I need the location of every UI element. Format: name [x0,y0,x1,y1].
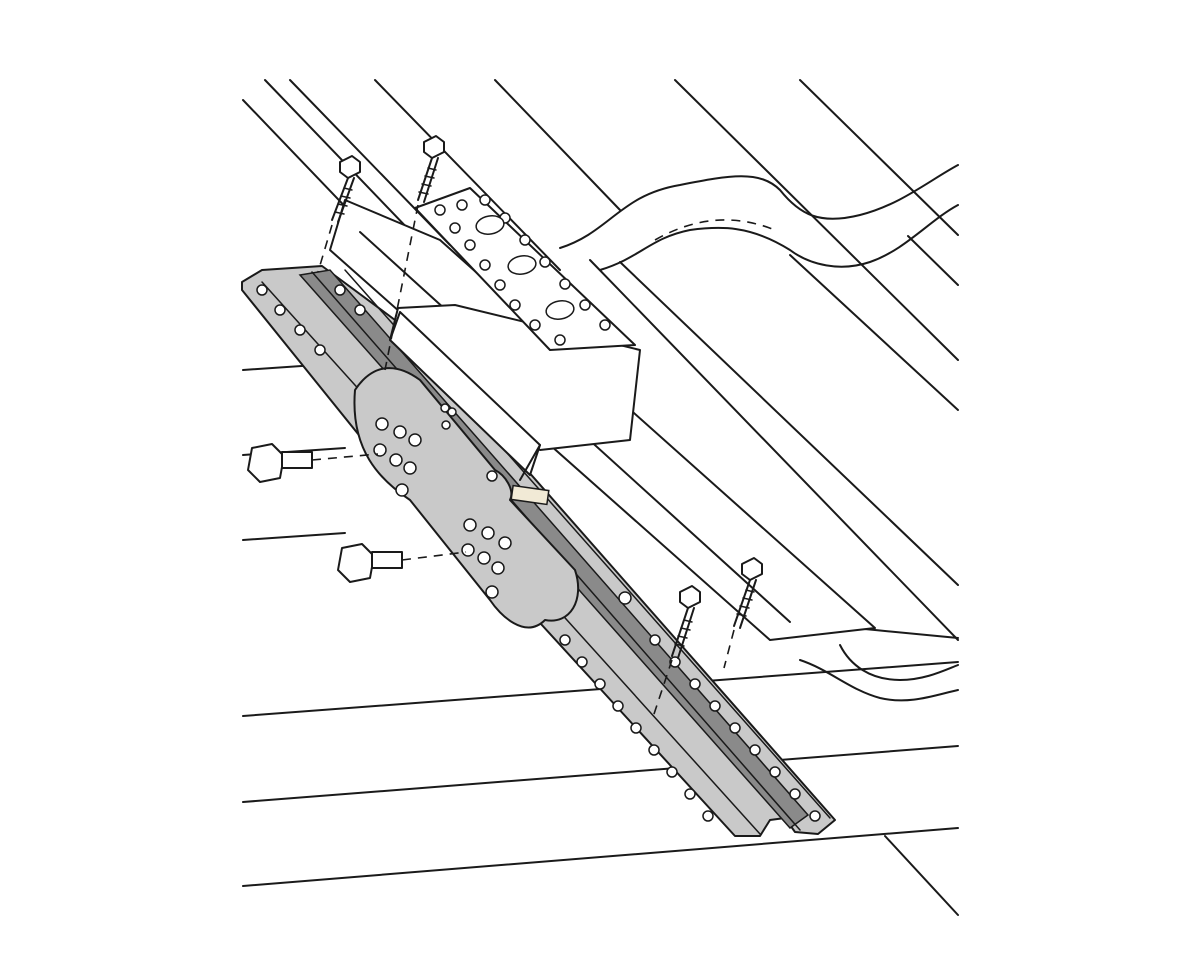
hex-bolt [337,543,467,583]
hex-bolt [247,443,379,483]
bracket-holes [434,194,611,346]
lag-screw [317,155,361,273]
lag-screw [723,557,763,669]
rubber-pad [510,484,550,506]
rail-holes [256,284,821,822]
lag-screw [384,135,445,371]
adjustment-plate [353,367,632,629]
mounting-bracket [389,187,641,506]
lag-screw [651,585,701,721]
plate-holes [373,395,632,605]
roof-tiles [242,79,959,916]
